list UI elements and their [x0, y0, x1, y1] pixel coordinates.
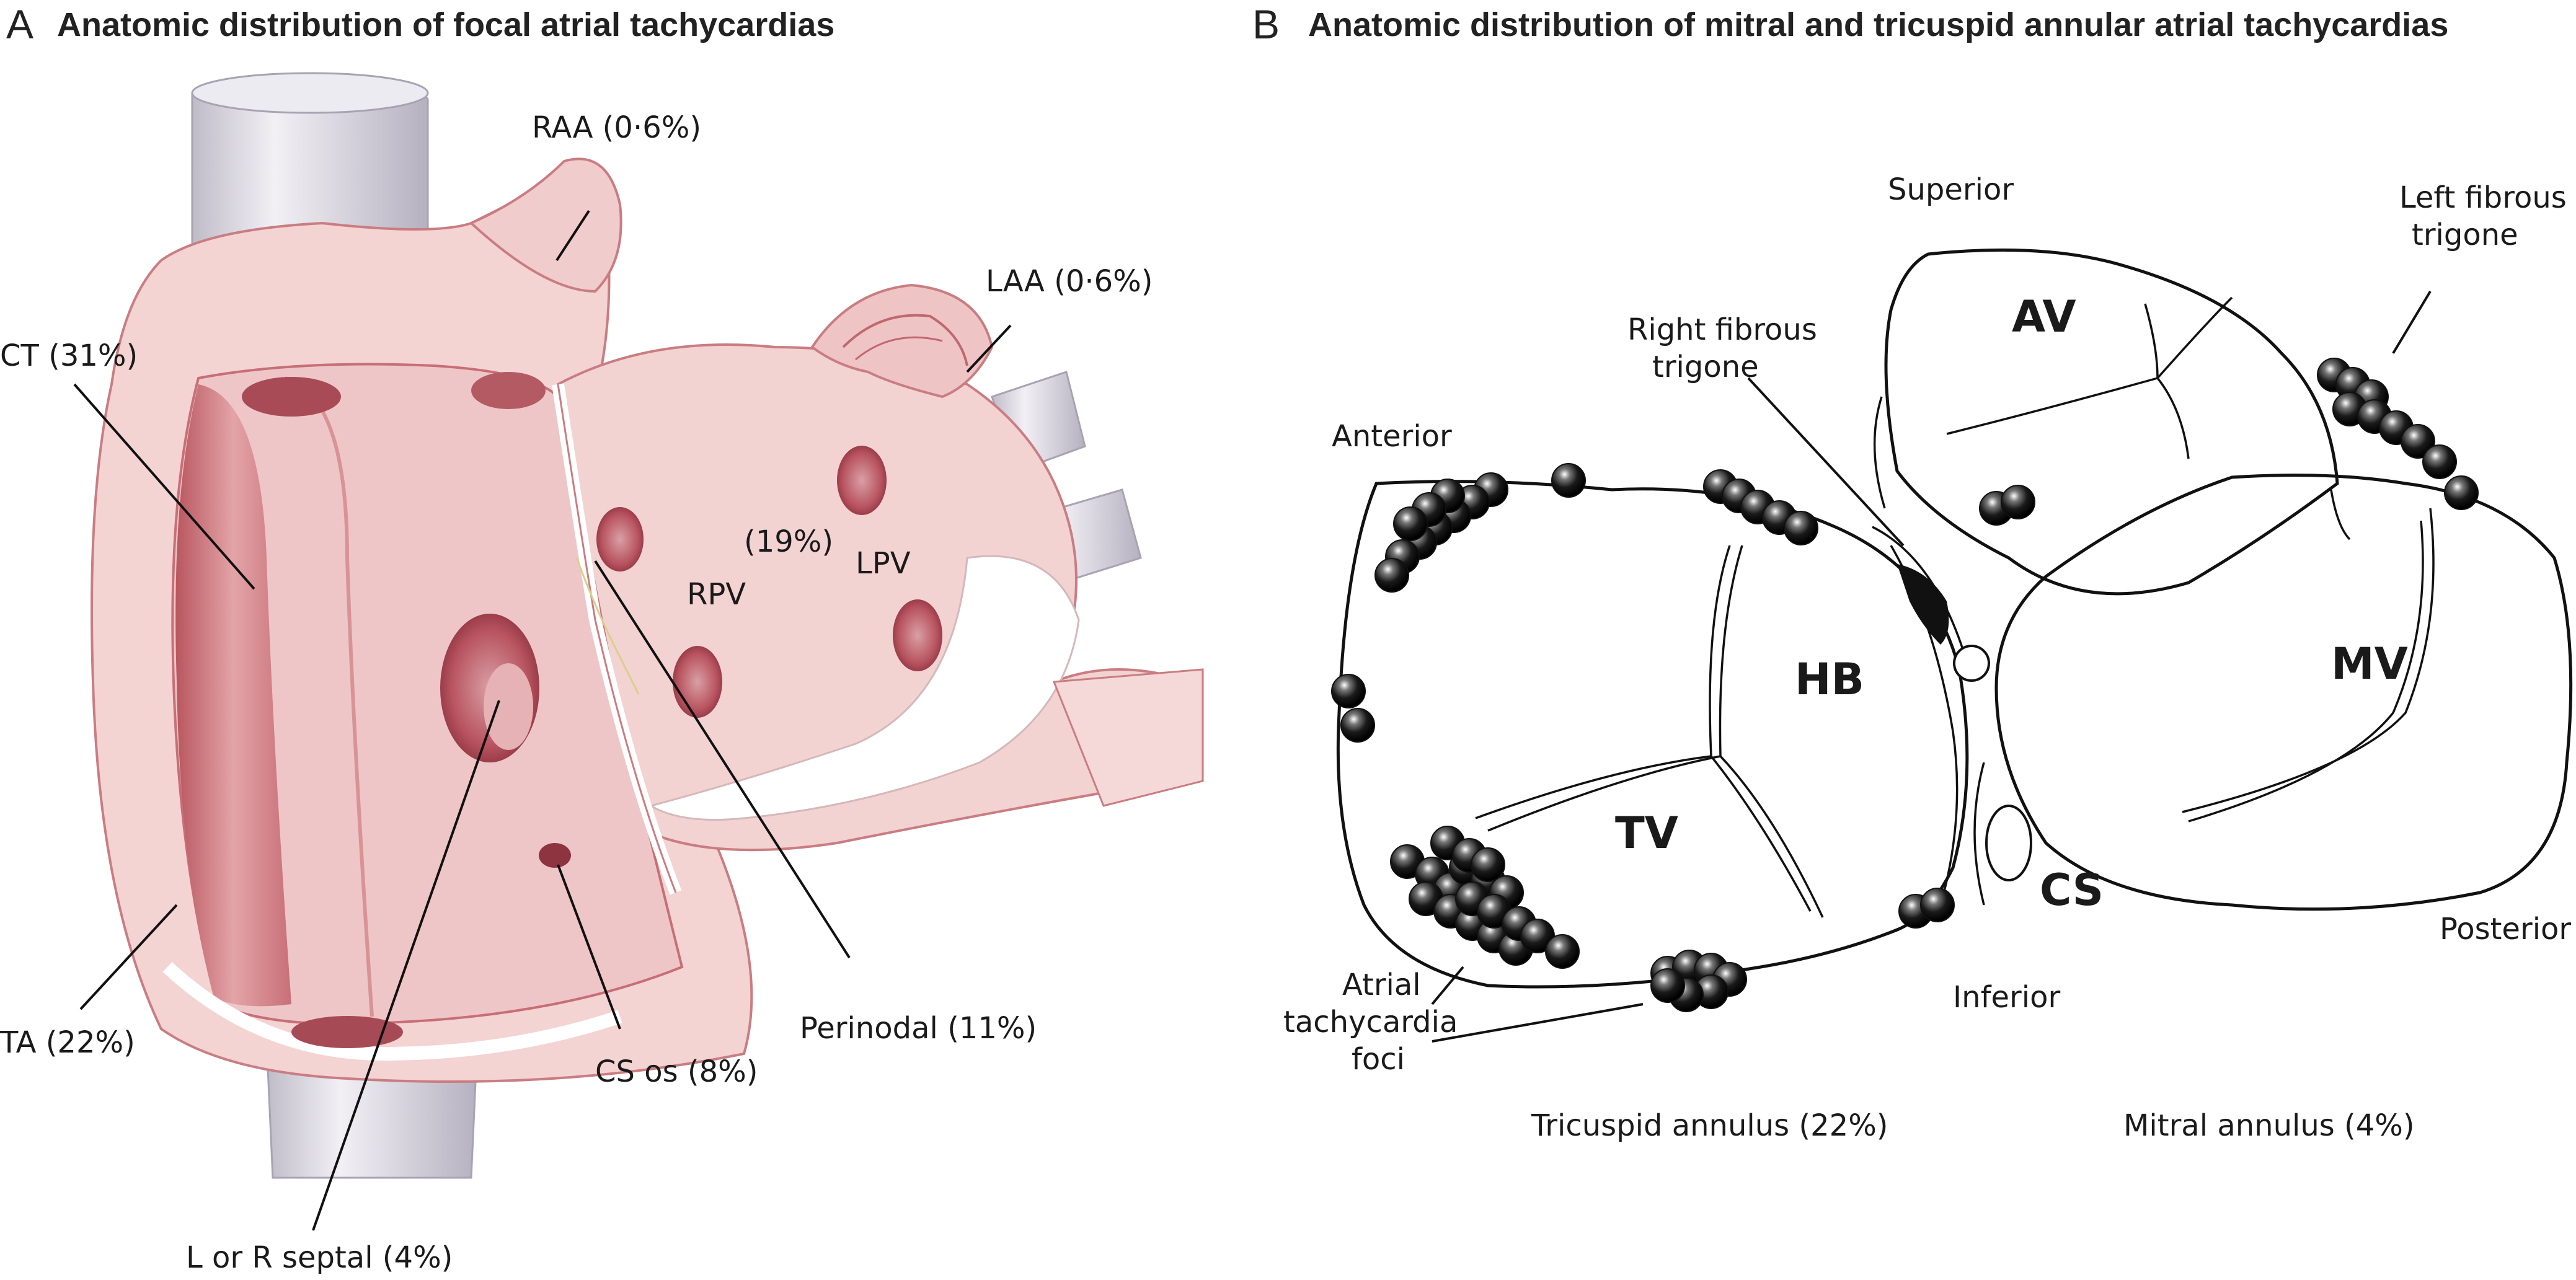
- label-tricuspid-annulus: Tricuspid annulus (22%): [1531, 1108, 1888, 1143]
- focus-dot: [1393, 506, 1428, 541]
- la-flap: [1052, 668, 1204, 807]
- panel-b-title: Anatomic distribution of mitral and tric…: [1308, 6, 2448, 43]
- cs-ostium-outline: [1985, 805, 2032, 881]
- label-perinodal: Perinodal (11%): [800, 1011, 1037, 1046]
- label-septal: L or R septal (4%): [186, 1240, 453, 1275]
- label-mv: MV: [2331, 638, 2408, 689]
- label-ta: TA (22%): [0, 1025, 135, 1060]
- ivc-opening: [291, 1016, 403, 1048]
- lpv-lower-ostium: [893, 599, 942, 671]
- label-rpv: RPV: [687, 577, 746, 612]
- label-anterior: Anterior: [1332, 419, 1452, 454]
- focus-dot: [1471, 847, 1505, 882]
- svc-opening: [191, 72, 429, 114]
- left-atrial-appendage: [810, 283, 994, 399]
- valve-diagram: [1336, 248, 2573, 989]
- panel-b: B Anatomic distribution of mitral and tr…: [1252, 1, 2573, 1143]
- ta-rim: [162, 961, 622, 1061]
- label-right-fibrous-1: Right fibrous: [1627, 312, 1817, 347]
- panel-a-title: Anatomic distribution of focal atrial ta…: [57, 6, 834, 43]
- label-left-fibrous-2: trigone: [2412, 218, 2518, 252]
- label-av: AV: [2012, 291, 2076, 342]
- rpv-upper-ostium: [596, 507, 644, 572]
- focus-dot: [2001, 485, 2035, 519]
- label-foci-1: Atrial: [1342, 968, 1421, 1002]
- label-right-fibrous-2: trigone: [1652, 350, 1759, 384]
- panel-a-leaders: [73, 210, 1012, 1231]
- aortic-valve-outline: [1884, 248, 2339, 596]
- panel-b-letter: B: [1252, 1, 1280, 47]
- laa-ridges: [842, 314, 968, 366]
- focus-dot: [2444, 475, 2479, 510]
- rpv-lower-ostium: [673, 646, 722, 718]
- panel-a-letter: A: [6, 1, 33, 47]
- label-posterior: Posterior: [2440, 912, 2571, 947]
- focus-dot: [1784, 511, 1818, 545]
- mitral-valve-outline: [1994, 474, 2573, 911]
- right-atrial-appendage: [469, 157, 622, 293]
- panel-b-leaders: [1431, 290, 2432, 1043]
- focus-dot: [1920, 888, 1955, 922]
- label-foci-2: tachycardia: [1283, 1005, 1458, 1039]
- focus-dot: [1331, 674, 1366, 708]
- label-pv-percent: (19%): [744, 524, 833, 559]
- cs-os: [539, 843, 571, 868]
- label-hb: HB: [1795, 654, 1864, 705]
- label-lpv: LPV: [856, 546, 911, 581]
- fat-border: [648, 555, 1080, 821]
- crista-terminalis-band: [175, 384, 291, 1007]
- atrial-tachycardia-foci: [1331, 358, 2479, 1012]
- label-cs-os: CS os (8%): [595, 1054, 758, 1089]
- small-opening: [1953, 645, 1990, 682]
- label-mitral-annulus: Mitral annulus (4%): [2123, 1108, 2415, 1143]
- focus-dot: [2422, 444, 2457, 479]
- label-tv: TV: [1615, 808, 1678, 858]
- focus-dot: [1650, 968, 1685, 1003]
- focus-dot: [1374, 558, 1409, 593]
- label-laa: LAA (0·6%): [986, 264, 1153, 299]
- label-inferior: Inferior: [1953, 980, 2060, 1015]
- label-foci-3: foci: [1352, 1042, 1405, 1077]
- focus-dot: [1520, 919, 1555, 953]
- panel-a: A Anatomic distribution of focal atrial …: [0, 1, 1204, 1275]
- focus-dot: [1551, 463, 1586, 498]
- label-ct: CT (31%): [0, 338, 138, 373]
- label-cs: CS: [2040, 865, 2104, 916]
- label-superior: Superior: [1888, 172, 2014, 207]
- heart-illustration: [91, 72, 1204, 1179]
- label-raa: RAA (0·6%): [532, 110, 701, 145]
- label-left-fibrous-1: Left fibrous: [2399, 180, 2567, 215]
- focus-dot: [2401, 424, 2435, 459]
- focus-dot: [1545, 934, 1580, 969]
- central-fibrous-body: [1897, 564, 1949, 645]
- lpv-upper-ostium: [837, 446, 887, 515]
- focus-dot: [1340, 708, 1375, 743]
